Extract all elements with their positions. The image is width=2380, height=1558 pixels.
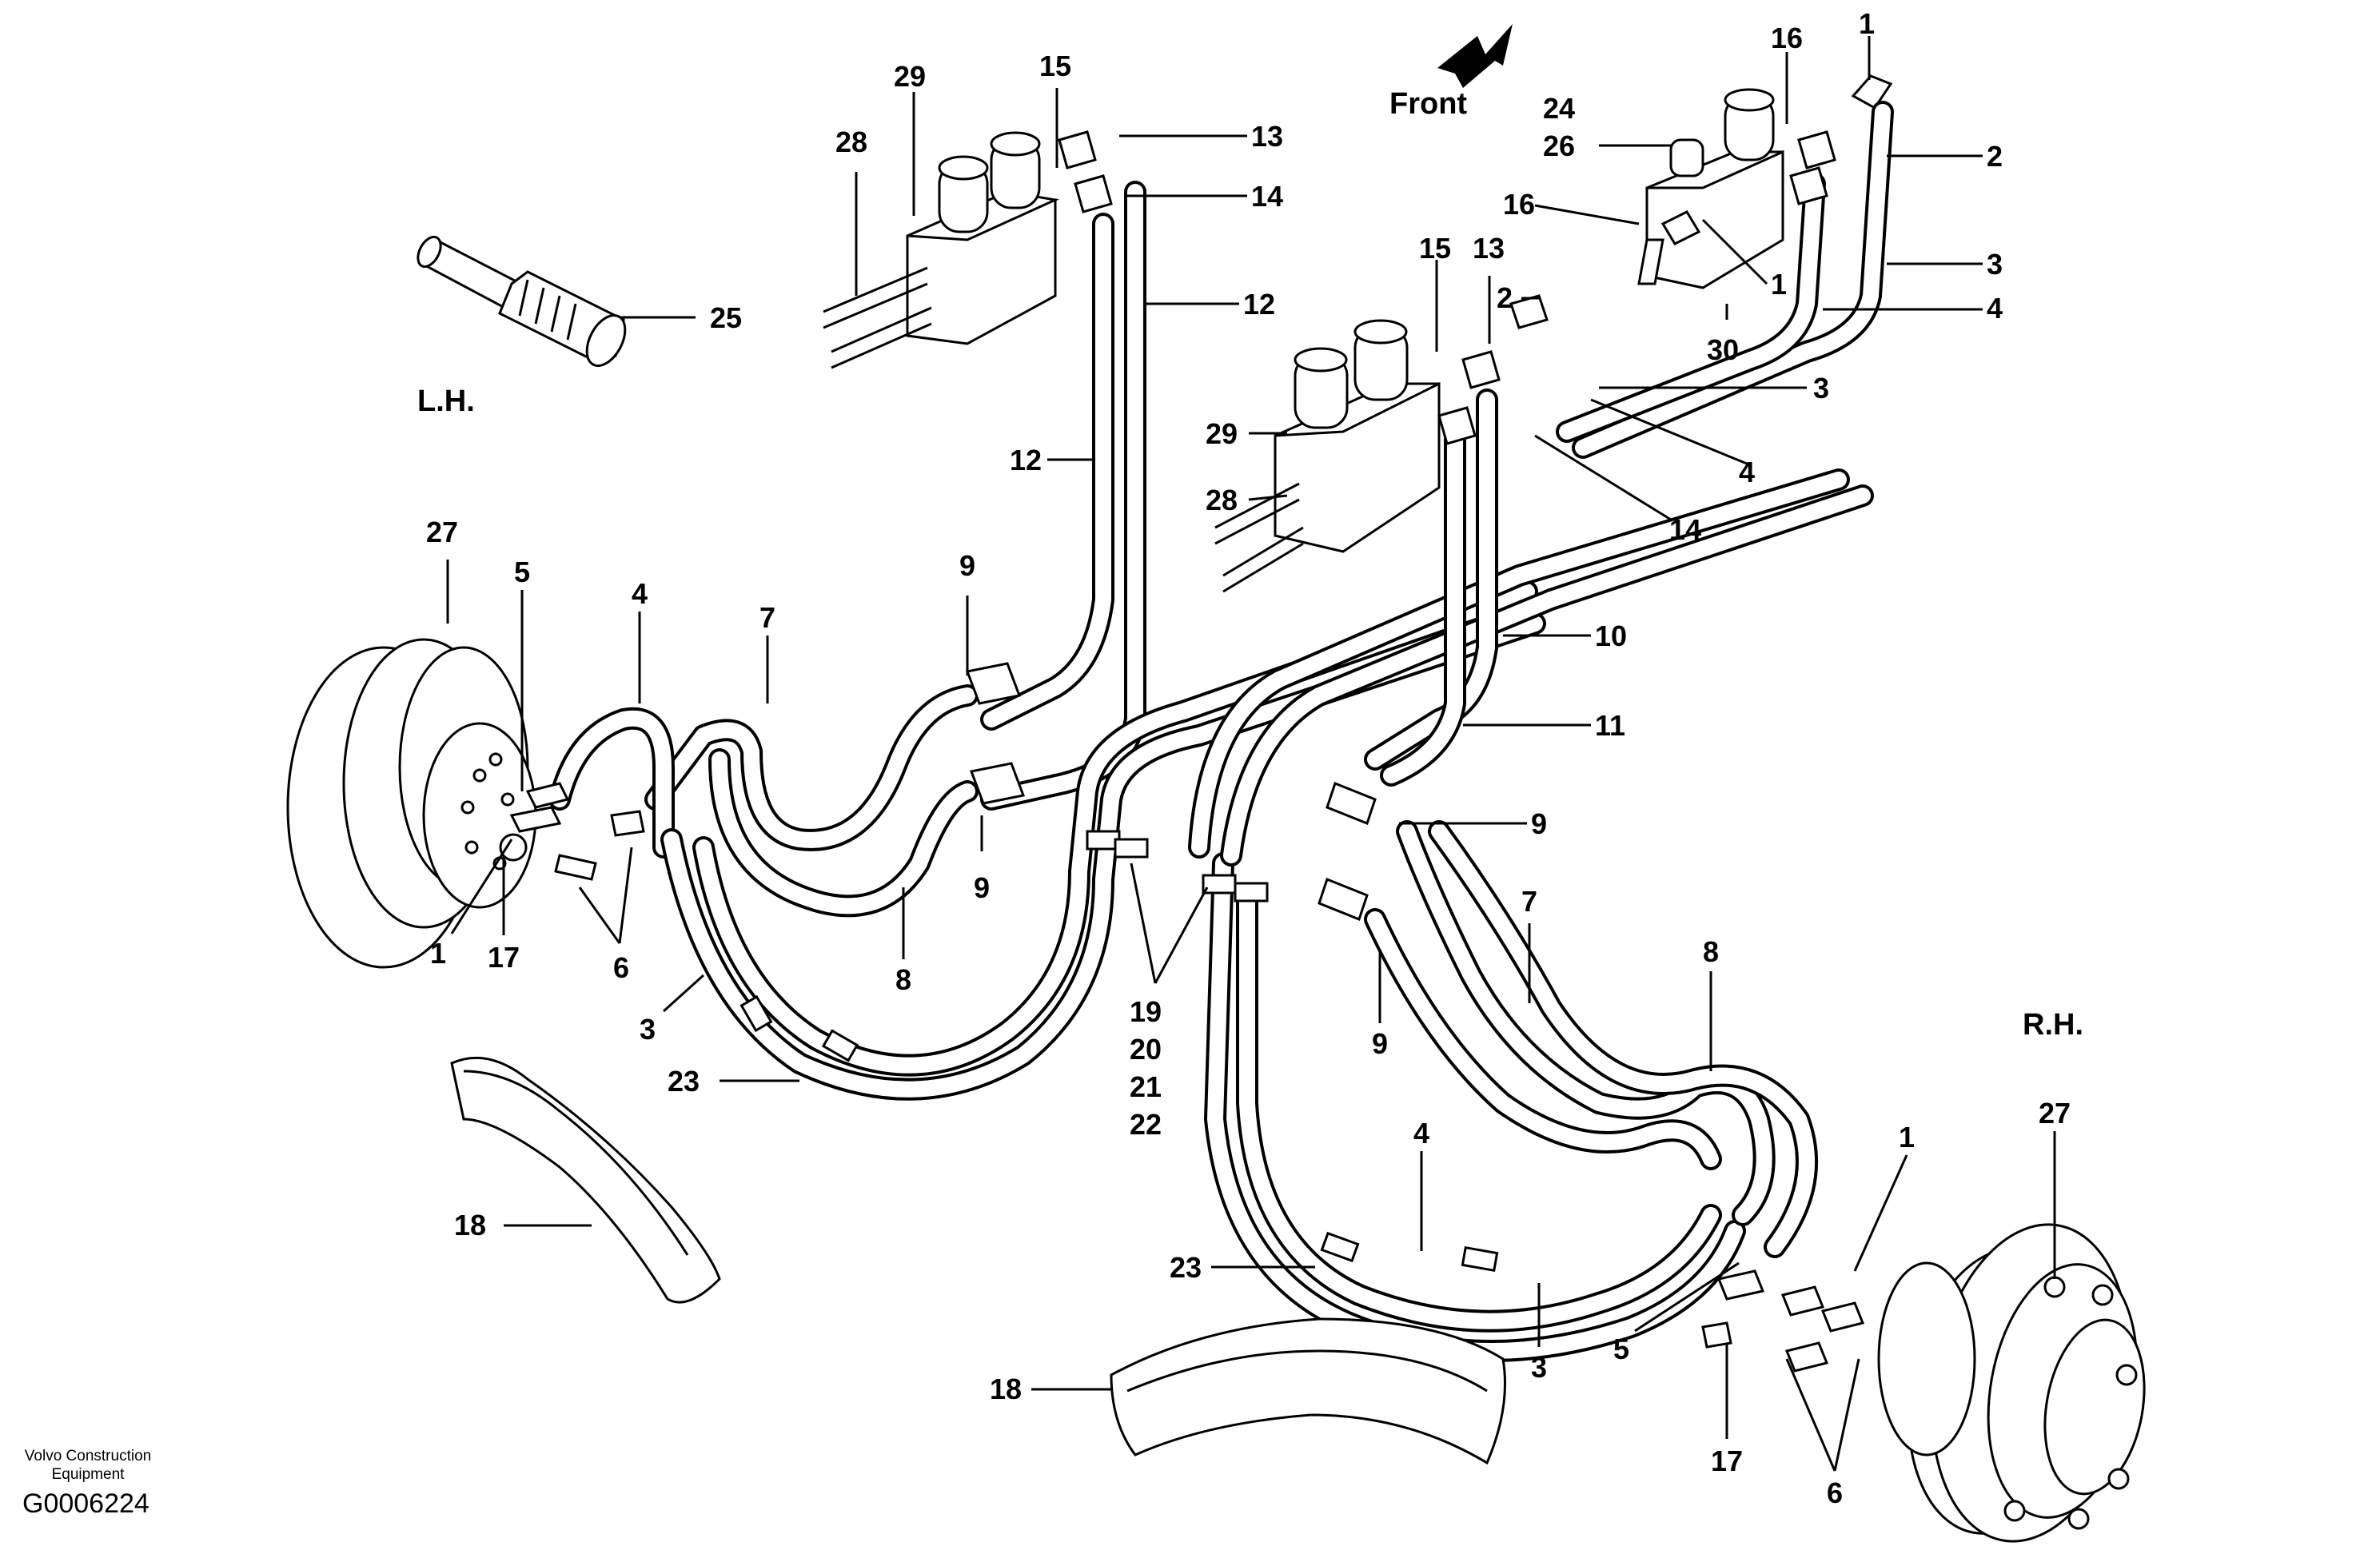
- callout-23: 23: [668, 1065, 700, 1098]
- left-hand-label: L.H.: [417, 385, 475, 418]
- callout-28: 28: [835, 126, 867, 158]
- callout-16: 16: [1771, 22, 1803, 54]
- callout-9: 9: [959, 549, 975, 582]
- callout-4: 4: [1413, 1117, 1429, 1150]
- callout-1: 1: [1859, 7, 1875, 40]
- callout-14: 14: [1669, 513, 1701, 546]
- callout-29: 29: [1206, 417, 1238, 450]
- callout-4: 4: [1739, 456, 1755, 488]
- callout-7: 7: [759, 601, 775, 634]
- callout-9: 9: [1372, 1027, 1388, 1060]
- front-label: Front: [1389, 87, 1467, 121]
- callout-14: 14: [1251, 180, 1283, 213]
- callout-2: 2: [1497, 281, 1513, 314]
- hose-network: [548, 101, 1894, 1362]
- leader-lines: [446, 36, 2056, 1472]
- hose-fittings: [965, 130, 1836, 921]
- callout-7: 7: [1521, 885, 1537, 918]
- callout-numbers: 29 15 28 13 14 12 25 12 27 5 4 7 9 9 8 1…: [426, 7, 2071, 1509]
- callout-11: 11: [1595, 709, 1625, 742]
- callout-5: 5: [1613, 1333, 1629, 1365]
- callout-1: 1: [1771, 268, 1787, 301]
- callout-6: 6: [613, 951, 629, 984]
- callout-25: 25: [710, 301, 742, 334]
- callout-19: 19: [1130, 995, 1162, 1028]
- callout-29: 29: [894, 60, 926, 93]
- callout-17: 17: [1711, 1444, 1743, 1477]
- callout-5: 5: [514, 556, 530, 588]
- callout-13: 13: [1473, 232, 1505, 265]
- hose-guard-right: [1110, 1317, 1506, 1465]
- callout-21: 21: [1130, 1070, 1162, 1103]
- callout-3: 3: [1987, 248, 2003, 281]
- callout-17: 17: [488, 941, 520, 974]
- callout-9: 9: [1531, 807, 1547, 840]
- callout-12: 12: [1243, 288, 1275, 321]
- callout-4: 4: [1987, 292, 2003, 325]
- callout-18: 18: [454, 1209, 486, 1241]
- callout-1: 1: [430, 937, 446, 970]
- callout-8: 8: [895, 963, 911, 996]
- callout-6: 6: [1827, 1476, 1843, 1509]
- hose-clamps: [740, 830, 1499, 1273]
- callout-27: 27: [2039, 1097, 2071, 1130]
- callout-18: 18: [990, 1373, 1022, 1405]
- callout-3: 3: [640, 1013, 656, 1046]
- hose-guard-left: [450, 1056, 721, 1304]
- callout-15: 15: [1039, 50, 1071, 82]
- callout-9: 9: [974, 871, 990, 904]
- callout-23: 23: [1170, 1251, 1202, 1284]
- callout-3: 3: [1531, 1351, 1547, 1384]
- callout-8: 8: [1703, 935, 1719, 968]
- callout-13: 13: [1251, 120, 1283, 153]
- front-direction-arrow: [1437, 24, 1513, 88]
- callout-24: 24: [1543, 92, 1575, 125]
- callout-15: 15: [1419, 232, 1451, 265]
- valve-block-middle: [1214, 319, 1441, 593]
- callout-4: 4: [632, 577, 648, 610]
- callout-30: 30: [1707, 333, 1739, 366]
- callout-20: 20: [1130, 1033, 1162, 1066]
- callout-16: 16: [1503, 188, 1535, 221]
- manufacturer-line-2: Equipment: [52, 1466, 126, 1483]
- drive-motor-right: [1701, 1223, 2146, 1543]
- manufacturer-line-1: Volvo Construction: [25, 1448, 151, 1464]
- callout-10: 10: [1595, 620, 1627, 652]
- callout-1: 1: [1899, 1121, 1915, 1154]
- callout-3: 3: [1813, 372, 1829, 404]
- valve-block-right: [1637, 74, 1893, 289]
- callout-2: 2: [1987, 140, 2003, 173]
- right-hand-label: R.H.: [2023, 1008, 2083, 1042]
- drawing-code: G0006224: [22, 1488, 149, 1519]
- callout-28: 28: [1206, 484, 1238, 516]
- callout-27: 27: [426, 516, 458, 548]
- callout-12: 12: [1010, 444, 1042, 476]
- callout-26: 26: [1543, 130, 1575, 162]
- callout-22: 22: [1130, 1108, 1162, 1141]
- quick-coupling-part: [417, 235, 627, 367]
- drive-motor-left: [286, 638, 645, 969]
- valve-block-left: [823, 131, 1060, 369]
